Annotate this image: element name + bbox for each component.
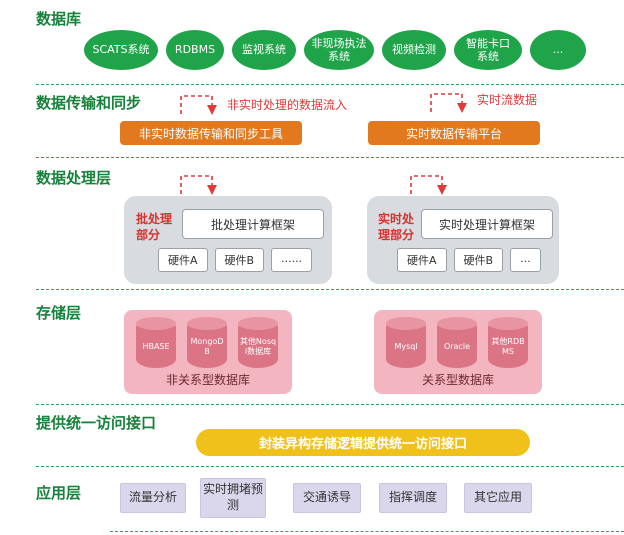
flow-label-batch: 非实时处理的数据流入 <box>227 98 348 112</box>
cylinder-label: Oracle <box>443 341 471 351</box>
cylinder-label: Mysql <box>394 341 418 351</box>
database-cylinder-mysql: Mysql <box>386 317 426 368</box>
separator <box>36 466 624 467</box>
cylinder-label: 其他Nosql数据库 <box>239 337 277 356</box>
layer-title-apps: 应用层 <box>36 484 82 502</box>
flow-arrow-icon <box>180 95 217 115</box>
realtime-side-label: 实时处理部分 <box>378 212 415 242</box>
separator <box>36 404 624 405</box>
db-node-video-detection: 视频检测 <box>382 30 446 70</box>
batch-side-label: 批处理部分 <box>136 212 173 242</box>
flow-arrow-icon <box>180 175 217 195</box>
hardware-box-more: ...... <box>271 248 313 272</box>
app-box-traffic-guidance: 交通诱导 <box>293 483 361 513</box>
transport-tool-batch: 非实时数据传输和同步工具 <box>120 121 302 145</box>
hardware-box-more: ... <box>510 248 541 272</box>
relational-cylinder-row: Mysql Oracle 其他RDBMS <box>386 317 528 368</box>
app-box-other: 其它应用 <box>464 483 532 513</box>
realtime-processing-panel: 实时处理部分 实时处理计算框架 硬件A 硬件B ... <box>367 196 559 284</box>
layer-title-database: 数据库 <box>36 10 82 28</box>
cylinder-label: HBASE <box>142 341 170 351</box>
unified-interface-bar: 封装异构存储逻辑提供统一访问接口 <box>196 429 530 456</box>
db-node-rdbms: RDBMS <box>166 30 224 70</box>
separator <box>36 157 624 158</box>
hardware-box-b: 硬件B <box>453 248 504 272</box>
layer-title-interface: 提供统一访问接口 <box>36 414 157 432</box>
realtime-framework-box: 实时处理计算框架 <box>421 209 553 239</box>
db-node-surveillance: 监视系统 <box>232 30 296 70</box>
cylinder-label: MongoDB <box>190 337 224 356</box>
db-node-smart-checkpoint: 智能卡口系统 <box>454 30 522 70</box>
db-node-more: ... <box>530 30 586 70</box>
app-box-congestion-prediction: 实时拥堵预测 <box>200 478 266 518</box>
db-node-scats: SCATS系统 <box>84 30 158 70</box>
batch-processing-panel: 批处理部分 批处理计算框架 硬件A 硬件B ...... <box>124 196 332 284</box>
hardware-box-a: 硬件A <box>158 248 208 272</box>
batch-hardware-row: 硬件A 硬件B ...... <box>158 248 313 272</box>
flow-arrow-icon <box>430 93 467 113</box>
nosql-storage-label: 非关系型数据库 <box>165 373 250 387</box>
realtime-hardware-row: 硬件A 硬件B ... <box>397 248 541 272</box>
separator <box>36 289 624 290</box>
database-cylinder-other-nosql: 其他Nosql数据库 <box>238 317 278 368</box>
nosql-storage-panel: HBASE MongoDB 其他Nosql数据库 非关系型数据库 <box>124 310 292 394</box>
batch-framework-box: 批处理计算框架 <box>182 209 324 239</box>
database-cylinder-other-rdbms: 其他RDBMS <box>488 317 528 368</box>
hardware-box-b: 硬件B <box>214 248 265 272</box>
flow-label-realtime: 实时流数据 <box>477 93 538 107</box>
separator <box>110 531 624 532</box>
cylinder-label: 其他RDBMS <box>491 337 525 356</box>
transport-platform-realtime: 实时数据传输平台 <box>368 121 540 145</box>
nosql-cylinder-row: HBASE MongoDB 其他Nosql数据库 <box>136 317 278 368</box>
layer-title-storage: 存储层 <box>36 304 82 322</box>
app-box-traffic-analysis: 流量分析 <box>120 483 186 513</box>
database-cylinder-mongodb: MongoDB <box>187 317 227 368</box>
db-node-offsite-enforcement: 非现场执法系统 <box>304 30 374 70</box>
separator <box>36 84 624 85</box>
layer-title-transport: 数据传输和同步 <box>36 94 142 112</box>
database-cylinder-oracle: Oracle <box>437 317 477 368</box>
app-box-command-dispatch: 指挥调度 <box>379 483 447 513</box>
database-nodes-row: SCATS系统 RDBMS 监视系统 非现场执法系统 视频检测 智能卡口系统 .… <box>84 30 586 70</box>
database-cylinder-hbase: HBASE <box>136 317 176 368</box>
flow-arrow-icon <box>410 175 447 195</box>
relational-storage-panel: Mysql Oracle 其他RDBMS 关系型数据库 <box>374 310 542 394</box>
relational-storage-label: 关系型数据库 <box>421 373 494 387</box>
hardware-box-a: 硬件A <box>397 248 447 272</box>
layer-title-processing: 数据处理层 <box>36 169 112 187</box>
